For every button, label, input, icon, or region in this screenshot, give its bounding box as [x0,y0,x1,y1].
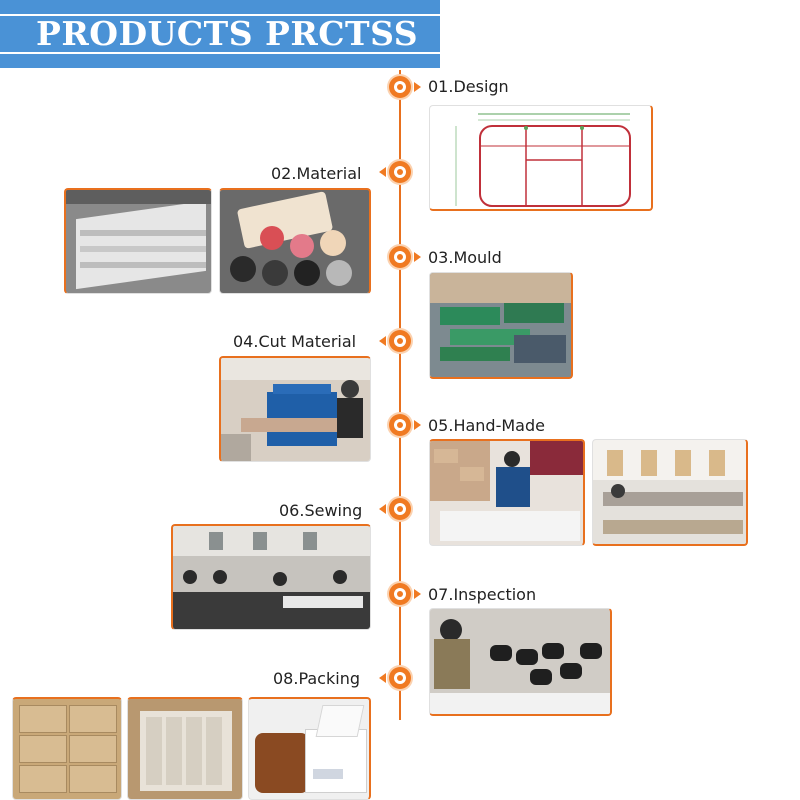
inspection-image [429,608,612,716]
material-rolls-image [219,188,371,294]
arrow-left-icon [379,504,386,514]
step-02-label: 02.Material [271,164,362,183]
arrow-right-icon [414,82,421,92]
step-08-label: 08.Packing [273,669,360,688]
arrow-left-icon [379,167,386,177]
packing-boxes-image [12,697,122,800]
packing-open-box-image [127,697,243,800]
page-title: PRODUCTS PRCTSS [36,14,419,53]
step-07-marker-icon [389,583,411,605]
step-04-label: 04.Cut Material [233,332,357,351]
step-01-label: 01.Design [428,77,509,96]
material-stack-image [64,188,212,294]
step-02-marker-icon [389,161,411,183]
timeline-line [399,70,401,720]
step-01-marker-icon [389,76,411,98]
arrow-right-icon [414,420,421,430]
step-04-marker-icon [389,330,411,352]
step-05-marker-icon [389,414,411,436]
arrow-left-icon [379,673,386,683]
step-06-label: 06.Sewing [279,501,363,520]
step-08-marker-icon [389,667,411,689]
arrow-right-icon [414,589,421,599]
packing-product-box-image [248,697,371,800]
design-drawing-image [429,105,653,211]
sewing-workshop-image [171,524,371,630]
step-05-label: 05.Hand-Made [428,416,545,435]
cutting-machine-image [219,356,371,462]
arrow-left-icon [379,336,386,346]
hand-made-workshop-image [592,439,748,546]
arrow-right-icon [414,252,421,262]
step-06-marker-icon [389,498,411,520]
header-banner: PRODUCTS PRCTSS [0,0,440,68]
hand-made-worker-image [429,439,585,546]
step-07-label: 07.Inspection [428,585,537,604]
step-03-marker-icon [389,246,411,268]
mould-image [429,272,573,379]
step-03-label: 03.Mould [428,248,502,267]
banner-stripe [0,14,440,54]
